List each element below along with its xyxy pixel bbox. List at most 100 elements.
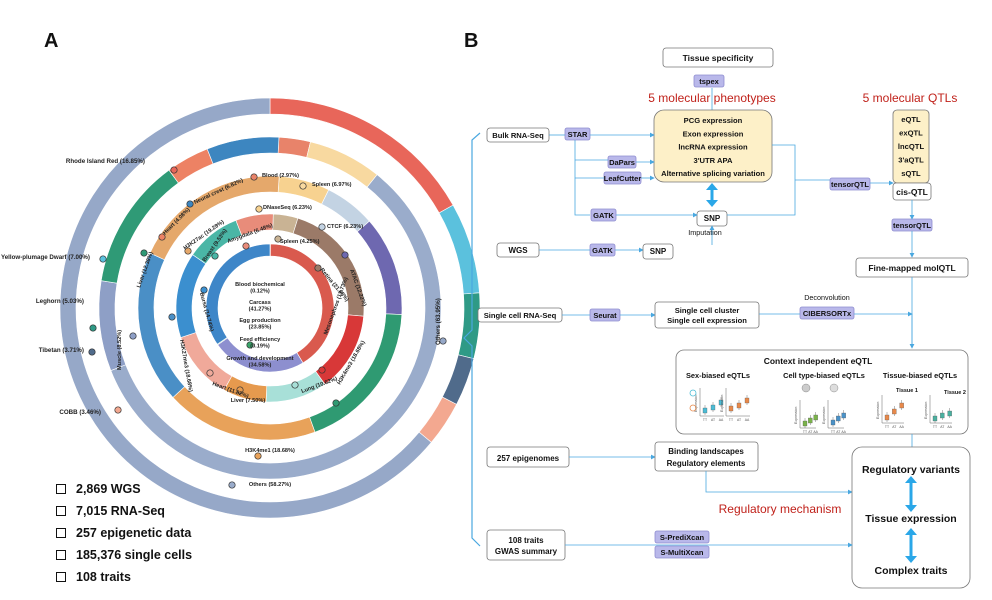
down-arrow-icon bbox=[905, 505, 917, 512]
tool-gatk-1-label: GATK bbox=[593, 211, 614, 220]
label-dot-tissue-spleen-6-97 bbox=[299, 182, 307, 190]
checkbox-icon bbox=[56, 572, 66, 582]
svg-text:AA: AA bbox=[947, 425, 952, 429]
label-dot-cell-mesonephros-13-73 bbox=[318, 366, 326, 374]
donut-segment-tissue-neural-crest-6-82 bbox=[206, 136, 280, 165]
tool-star-label: STAR bbox=[568, 130, 588, 139]
dataset-stats-list: 2,869 WGS 7,015 RNA-Seq 257 epigenetic d… bbox=[56, 478, 192, 588]
tool-dapars-label: DaPars bbox=[609, 158, 635, 167]
snp-to-qtl bbox=[727, 180, 796, 216]
tool-tensorqtl-2-label: tensorQTL bbox=[893, 221, 931, 230]
stat-item: 257 epigenetic data bbox=[56, 522, 192, 544]
label-dot-tissue-liver-12-38 bbox=[140, 249, 148, 257]
donut-label-cell-spleen-4-25: Spleen (4.25%) bbox=[280, 239, 320, 245]
label-dot-trait-feed-efficiency-0-19 bbox=[246, 341, 254, 349]
svg-text:AT: AT bbox=[892, 425, 896, 429]
binding-to-reg bbox=[705, 471, 853, 495]
phenotype-item-0: PCG expression bbox=[684, 116, 743, 125]
svg-text:TT: TT bbox=[703, 418, 707, 422]
label-dot-breed-yellow-plumage-dwarf-7-00 bbox=[99, 255, 107, 263]
label-dot-tissue-neural-crest-6-82 bbox=[186, 200, 194, 208]
donut-label-trait-blood-biochemical-0-12: Blood biochemical(0.12%) bbox=[235, 282, 285, 295]
up-arrow-icon bbox=[905, 476, 917, 483]
svg-text:AA: AA bbox=[899, 425, 904, 429]
svg-text:Expression: Expression bbox=[924, 402, 928, 419]
wgs-label: WGS bbox=[508, 246, 528, 255]
binding-box bbox=[654, 441, 759, 472]
male-icon bbox=[689, 404, 697, 412]
svg-text:Expression: Expression bbox=[794, 407, 798, 424]
checkbox-icon bbox=[56, 506, 66, 516]
finemap-label: Fine-mapped molQTL bbox=[868, 263, 955, 273]
donut-label-epigenome-h3k4me1-18-68: H3K4me1 (18.68%) bbox=[245, 448, 295, 454]
star-branch bbox=[574, 140, 590, 216]
donut-label-tissue-others-58-27: Others (58.27%) bbox=[249, 482, 291, 488]
stat-item: 185,376 single cells bbox=[56, 544, 192, 566]
tool-smultixcan-box bbox=[654, 545, 710, 559]
female-icon bbox=[689, 389, 697, 397]
cell-icon-2 bbox=[829, 383, 839, 393]
stat-item: 2,869 WGS bbox=[56, 478, 192, 500]
donut-label-trait-growth-and-development-34-58: Growth and development(34.58%) bbox=[226, 356, 293, 369]
outcome-complex-traits: Complex traits bbox=[875, 565, 948, 577]
tissue-specificity-box bbox=[662, 47, 774, 68]
regel-label: Regulatory elements bbox=[667, 459, 746, 468]
label-dot-tissue-blood-2-97 bbox=[250, 173, 258, 181]
donut-label-trait-egg-production-23-85: Egg production(23.85%) bbox=[239, 318, 281, 331]
svg-text:AT: AT bbox=[711, 418, 715, 422]
label-dot-tissue-muscle-8-52 bbox=[129, 332, 137, 340]
phenotype-item-2: lncRNA expression bbox=[678, 143, 748, 152]
donut-label-breed-others-63-95: Others (63.95%) bbox=[435, 298, 442, 345]
label-dot-epigenome-dnaseseq-6-23 bbox=[255, 205, 263, 213]
svg-text:AT: AT bbox=[737, 418, 741, 422]
tool-tensorqtl-1-box bbox=[829, 177, 871, 191]
label-dot-epigenome-h3k4me3-18-68 bbox=[332, 399, 340, 407]
svg-text:Expression: Expression bbox=[720, 395, 724, 412]
donut-segment-breed-leghorn-5-03 bbox=[457, 292, 481, 360]
tool-spredixcan-label: S-PrediXcan bbox=[660, 533, 705, 542]
label-dot-cell-lung-10-62 bbox=[291, 381, 299, 389]
label-dot-cell-amygdala-6-48 bbox=[242, 242, 250, 250]
down-arrow-icon bbox=[905, 556, 917, 563]
tissue-specificity-label: Tissue specificity bbox=[683, 53, 754, 63]
cell-icon-1 bbox=[801, 383, 811, 393]
donut-segment-epigenome-h3k27ac-19-28 bbox=[149, 175, 280, 261]
context-celltype-label: Cell type-biased eQTLs bbox=[783, 371, 865, 380]
tool-leafcutter-label: LeafCutter bbox=[604, 174, 642, 183]
phenotype-item-3: 3'UTR APA bbox=[694, 156, 733, 165]
up-arrow-icon bbox=[905, 528, 917, 535]
label-dot-breed-rhode-island-red-16-85 bbox=[170, 166, 178, 174]
stat-item: 7,015 RNA-Seq bbox=[56, 500, 192, 522]
sc-rnaseq-label: Single cell RNA-Seq bbox=[484, 311, 557, 320]
label-dot-tissue-others-58-27 bbox=[228, 481, 236, 489]
tool-smultixcan-label: S-MultiXcan bbox=[661, 548, 704, 557]
donut-label-breed-tibetan-3-71: Tibetan (3.71%) bbox=[39, 347, 84, 354]
svg-text:Expression: Expression bbox=[694, 395, 698, 412]
svg-text:TT: TT bbox=[885, 425, 889, 429]
tool-cibersortx-label: CIBERSORTx bbox=[803, 309, 852, 318]
header-qtls: 5 molecular QTLs bbox=[863, 91, 958, 105]
checkbox-icon bbox=[56, 528, 66, 538]
phenotype-item-1: Exon expression bbox=[683, 129, 744, 138]
donut-label-trait-carcass-41-27: Carcass(41.27%) bbox=[249, 300, 272, 313]
donut-label-breed-leghorn-5-03: Leghorn (5.03%) bbox=[36, 298, 84, 305]
stat-item: 108 traits bbox=[56, 566, 192, 588]
label-dot-epigenome-h3k27me3-18-68 bbox=[168, 313, 176, 321]
donut-label-tissue-muscle-8-52: Muscle (8.52%) bbox=[117, 330, 123, 370]
tool-gatk-2-label: GATK bbox=[592, 246, 613, 255]
qtl-item-3: 3'aQTL bbox=[898, 156, 924, 165]
svg-text:TT: TT bbox=[831, 430, 835, 434]
sc-expr-label: Single cell expression bbox=[667, 316, 747, 325]
svg-text:AA: AA bbox=[745, 418, 750, 422]
svg-text:AT: AT bbox=[940, 425, 944, 429]
outcome-tissue-expression: Tissue expression bbox=[865, 513, 956, 525]
donut-label-epigenome-ctcf-6-23: CTCF (6.23%) bbox=[327, 224, 363, 230]
svg-text:Expression: Expression bbox=[876, 402, 880, 419]
tool-tspex-label: tspex bbox=[699, 77, 719, 86]
svg-text:TT: TT bbox=[729, 418, 733, 422]
snp-label-1: SNP bbox=[704, 214, 721, 223]
